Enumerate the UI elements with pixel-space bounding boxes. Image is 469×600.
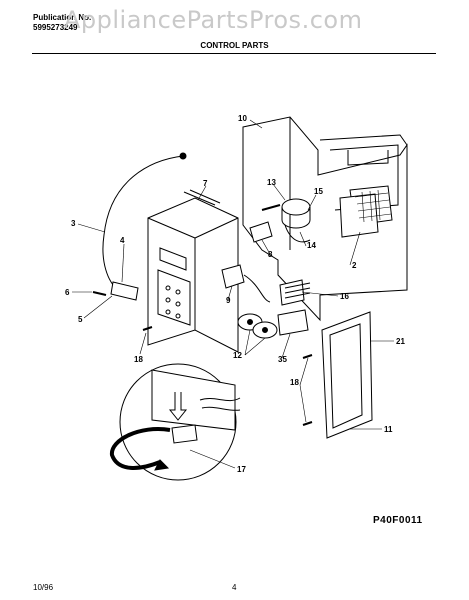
callout-17: 17 (237, 465, 246, 474)
power-cord-part (102, 155, 184, 291)
side-panel-part (321, 311, 373, 439)
callout-7: 7 (203, 179, 208, 188)
callout-8: 8 (268, 250, 273, 259)
callout-21: 21 (396, 337, 405, 346)
screw-part (92, 291, 107, 296)
mounting-screws-part (142, 326, 313, 426)
bracket-part (110, 281, 139, 301)
switch-part (221, 264, 271, 303)
callout-labels: 10 7 13 15 3 4 8 14 2 6 5 9 16 12 35 21 … (65, 114, 405, 474)
capacitor-part (261, 198, 311, 243)
callout-3: 3 (71, 219, 76, 228)
callout-2: 2 (352, 261, 357, 270)
header-divider (32, 53, 436, 54)
callout-11: 11 (384, 425, 393, 434)
callout-10: 10 (238, 114, 247, 123)
callout-14: 14 (307, 241, 316, 250)
callout-13: 13 (267, 178, 276, 187)
leader-lines (72, 119, 394, 469)
callout-18-right: 18 (290, 378, 299, 387)
knob-part (237, 313, 278, 339)
callout-18-left: 18 (134, 355, 143, 364)
control-box-part (147, 189, 239, 353)
callout-9: 9 (226, 296, 231, 305)
callout-15: 15 (314, 187, 323, 196)
footer-date: 10/96 (33, 583, 54, 592)
diagram-code: P40F0011 (373, 515, 423, 526)
callout-4: 4 (120, 236, 125, 245)
relay-part (249, 221, 273, 243)
callout-6: 6 (65, 288, 70, 297)
wiring-inset (110, 363, 241, 481)
section-title: CONTROL PARTS (200, 41, 269, 50)
footer-page: 4 (232, 583, 237, 592)
harness-part (279, 279, 311, 306)
filter-screen-part (339, 185, 393, 238)
callout-12: 12 (233, 351, 242, 360)
callout-5: 5 (78, 315, 83, 324)
publication-number: 5995273249 (33, 23, 78, 32)
watermark: AppliancePartsPros.com (64, 6, 363, 34)
publication-label: Publication No. (33, 13, 92, 22)
sensor-part (277, 309, 309, 336)
callout-16: 16 (340, 292, 349, 301)
callout-35: 35 (278, 355, 287, 364)
